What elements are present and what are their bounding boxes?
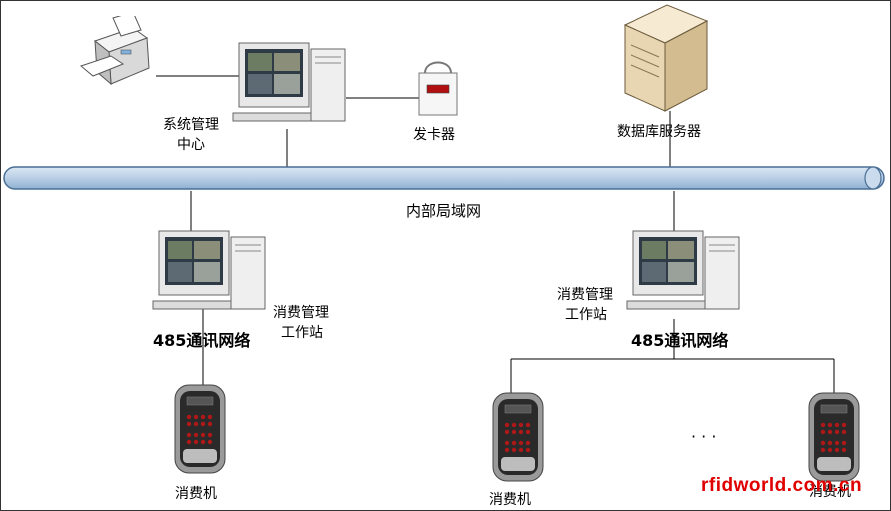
workstation-right-label-line2: 工作站	[565, 307, 607, 323]
card-reader-icon	[418, 61, 458, 116]
db-server-label: 数据库服务器	[617, 124, 701, 140]
server-icon	[623, 4, 709, 112]
workstation-left-label: 消费管理 工作站	[273, 303, 329, 343]
workstation-left-label-line2: 工作站	[281, 325, 323, 341]
card-issuer-label: 发卡器	[413, 127, 455, 143]
workstation-right-label-line1: 消费管理	[557, 287, 613, 303]
ellipsis: · · ·	[691, 427, 717, 446]
computer-icon	[232, 42, 346, 122]
terminal-left-label: 消费机	[175, 486, 217, 502]
printer-icon	[79, 16, 150, 86]
lan-label: 内部局域网	[406, 202, 482, 220]
watermark-text: rfidworld.com.cn	[701, 475, 863, 496]
mgmt-center-label-line1: 系统管理	[163, 117, 219, 133]
computer-icon	[626, 230, 740, 310]
mgmt-center-label-line2: 中心	[177, 137, 205, 153]
mgmt-center-label: 系统管理 中心	[153, 115, 229, 155]
network-left-label: 485通讯网络	[153, 331, 251, 350]
workstation-right-label: 消费管理 工作站	[557, 285, 613, 325]
pos-terminal-icon	[492, 392, 544, 482]
pos-terminal-icon	[808, 392, 860, 482]
computer-icon	[152, 230, 266, 310]
network-right-label: 485通讯网络	[631, 331, 729, 350]
terminal-right-label: 消费机	[809, 484, 851, 500]
workstation-left-label-line1: 消费管理	[273, 305, 329, 321]
terminal-mid-label: 消费机	[489, 492, 531, 508]
pos-terminal-icon	[174, 384, 226, 474]
lan-bus	[3, 166, 885, 190]
